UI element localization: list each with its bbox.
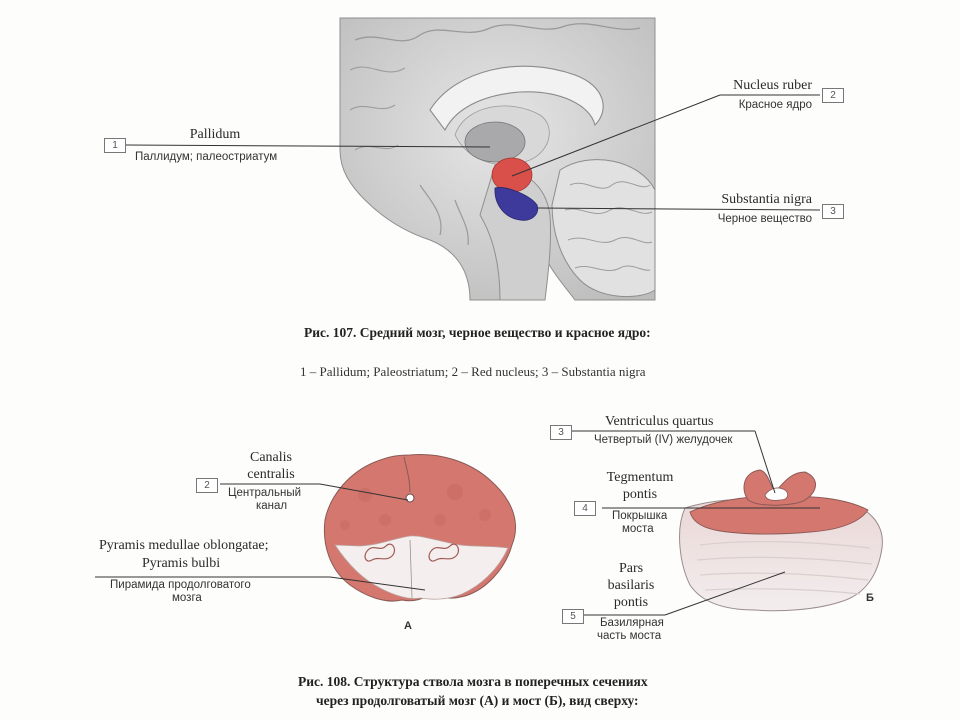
label-tegmentum-russian-1: Покрышка bbox=[612, 510, 668, 522]
label-nucleus-ruber-latin: Nucleus ruber bbox=[733, 78, 812, 93]
medulla-cross-section bbox=[323, 453, 516, 602]
label-substantia-nigra-russian: Черное вещество bbox=[717, 213, 812, 225]
label-ventriculus-latin: Ventriculus quartus bbox=[605, 414, 714, 429]
label-number-pallidum: 1 bbox=[104, 138, 126, 153]
figure107-caption-title: Рис. 107. Средний мозг, черное вещество … bbox=[304, 325, 651, 340]
label-number-canalis: 2 bbox=[196, 478, 218, 493]
label-tegmentum-russian-2: моста bbox=[622, 523, 654, 535]
label-ventriculus-russian: Четвертый (IV) желудочек bbox=[594, 434, 733, 446]
label-number-nucleus-ruber: 2 bbox=[822, 88, 844, 103]
label-pars-russian-1: Базилярная bbox=[600, 617, 664, 629]
figure108-caption-line1: Рис. 108. Структура ствола мозга в попер… bbox=[298, 674, 648, 689]
label-number-pars: 5 bbox=[562, 609, 584, 624]
label-canalis-latin-1: Canalis bbox=[250, 450, 292, 465]
label-pars-latin-3: pontis bbox=[613, 595, 649, 610]
label-pyramis-latin-1: Pyramis medullae oblongatae; bbox=[99, 538, 269, 553]
label-pars-russian-2: часть моста bbox=[597, 630, 662, 642]
label-number-substantia-nigra: 3 bbox=[822, 204, 844, 219]
label-canalis-latin-2: centralis bbox=[247, 467, 295, 482]
brain-sagittal-section bbox=[339, 17, 656, 301]
label-pallidum-latin: Pallidum bbox=[189, 127, 241, 142]
label-pallidum-russian: Паллидум; палеостриатум bbox=[135, 151, 278, 163]
label-canalis-russian-1: Центральный bbox=[228, 487, 302, 499]
label-pars-latin-2: basilaris bbox=[607, 578, 655, 593]
label-nucleus-ruber-russian: Красное ядро bbox=[738, 99, 812, 111]
section-letter-b: Б bbox=[866, 592, 874, 604]
label-number-ventriculus: 3 bbox=[550, 425, 572, 440]
label-pars-latin-1: Pars bbox=[618, 561, 644, 576]
section-letter-a: А bbox=[404, 620, 412, 632]
label-pyramis-russian-2: мозга bbox=[172, 592, 202, 604]
label-pyramis-russian-1: Пирамида продолговатого bbox=[110, 579, 251, 591]
label-tegmentum-latin-2: pontis bbox=[622, 487, 658, 502]
leader-lines-fig107 bbox=[124, 94, 821, 211]
label-tegmentum-latin-1: Tegmentum bbox=[606, 470, 674, 485]
label-pyramis-latin-2: Pyramis bulbi bbox=[142, 556, 221, 571]
figure108-caption-line2: через продолговатый мозг (А) и мост (Б),… bbox=[316, 693, 639, 708]
label-canalis-russian-2: канал bbox=[256, 500, 288, 512]
figure107-caption-legend: 1 – Pallidum; Paleostriatum; 2 – Red nuc… bbox=[300, 364, 646, 379]
label-number-tegmentum: 4 bbox=[574, 501, 596, 516]
leader-lines-fig108 bbox=[95, 430, 820, 616]
label-substantia-nigra-latin: Substantia nigra bbox=[721, 192, 812, 207]
pons-cross-section bbox=[679, 469, 883, 612]
